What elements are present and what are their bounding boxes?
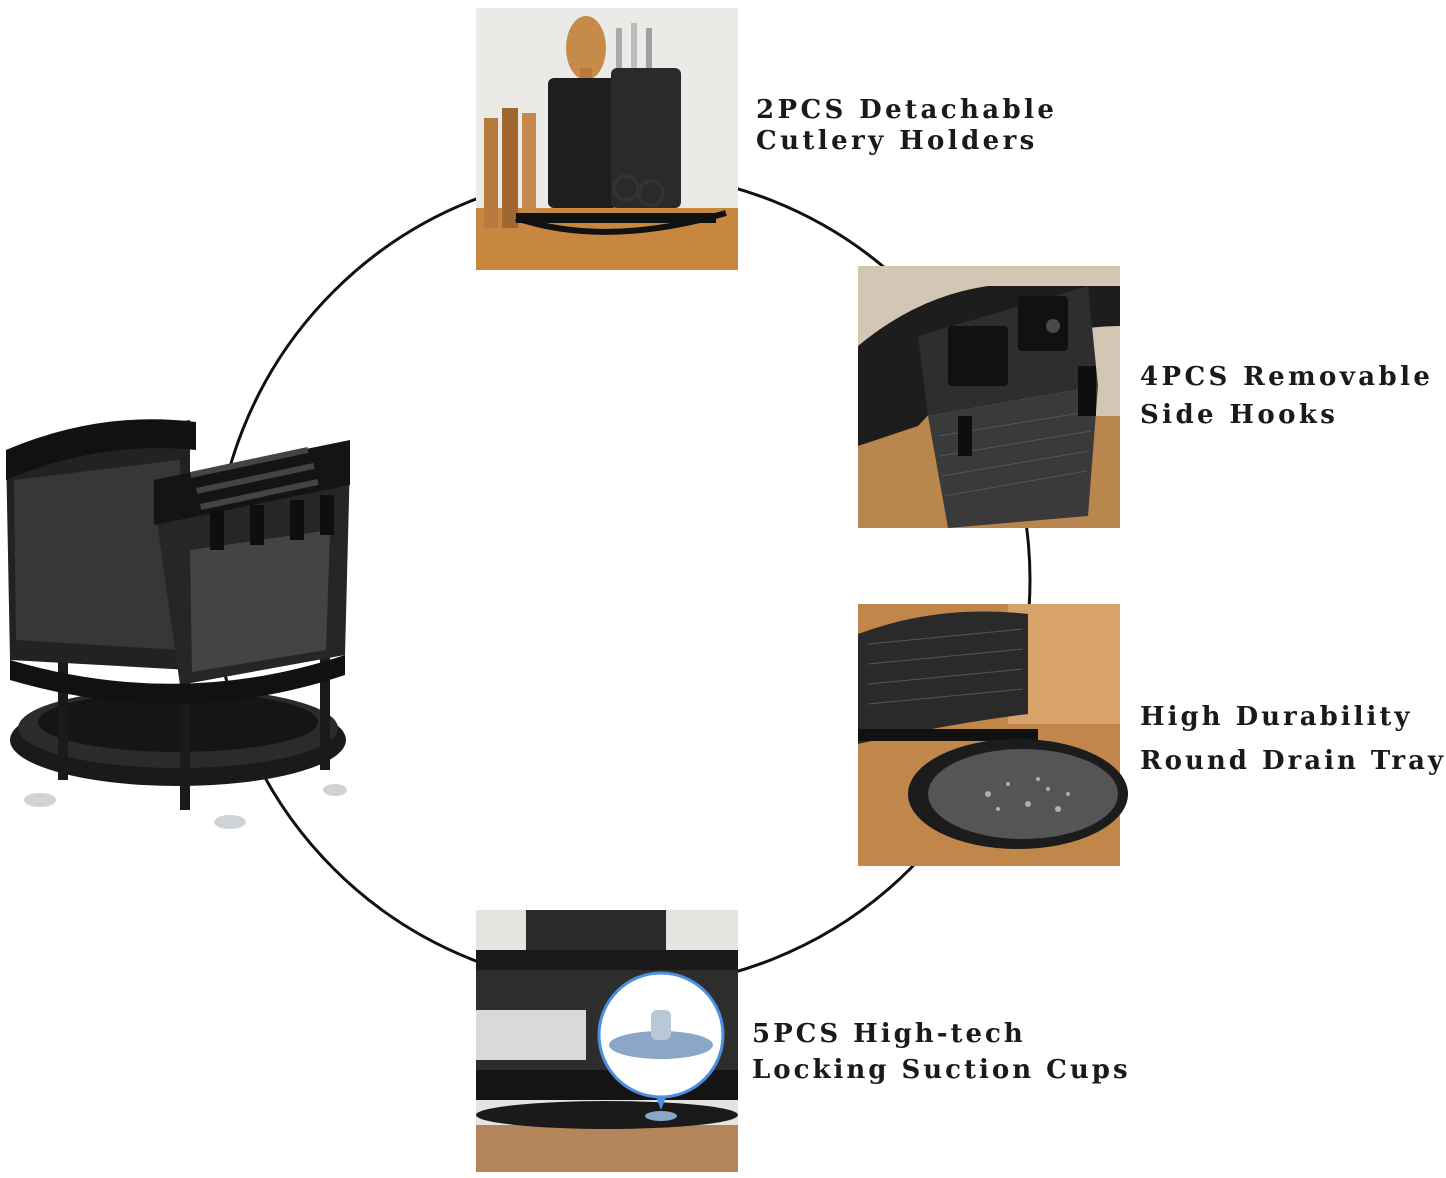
feature-label-tray: High Durability Round Drain Tray <box>1140 695 1446 783</box>
feature-title: 2PCS Detachable <box>756 95 1058 125</box>
feature-title: 5PCS High-tech <box>752 1019 1026 1049</box>
feature-subtitle: Side Hooks <box>1140 400 1339 430</box>
cutlery-holders-photo <box>476 8 738 270</box>
suction-cups-photo <box>476 910 738 1172</box>
suction-cups-image <box>476 910 738 1172</box>
feature-label-suction: 5PCS High-tech Locking Suction Cups <box>752 1016 1131 1088</box>
feature-title: High Durability <box>1140 702 1413 732</box>
feature-subtitle: Cutlery Holders <box>756 126 1038 156</box>
side-hooks-photo <box>858 266 1120 528</box>
feature-subtitle: Locking Suction Cups <box>752 1055 1131 1085</box>
feature-label-hooks: 4PCS Removable Side Hooks <box>1140 358 1433 434</box>
drain-tray-photo <box>858 604 1128 866</box>
feature-label-cutlery: 2PCS Detachable Cutlery Holders <box>756 95 1057 157</box>
drain-tray-image <box>858 604 1128 866</box>
feature-subtitle: Round Drain Tray <box>1140 746 1446 776</box>
product-main-image <box>6 419 350 829</box>
feature-title: 4PCS Removable <box>1140 362 1434 392</box>
cutlery-holders-image <box>476 8 738 270</box>
side-hooks-image <box>858 266 1120 528</box>
